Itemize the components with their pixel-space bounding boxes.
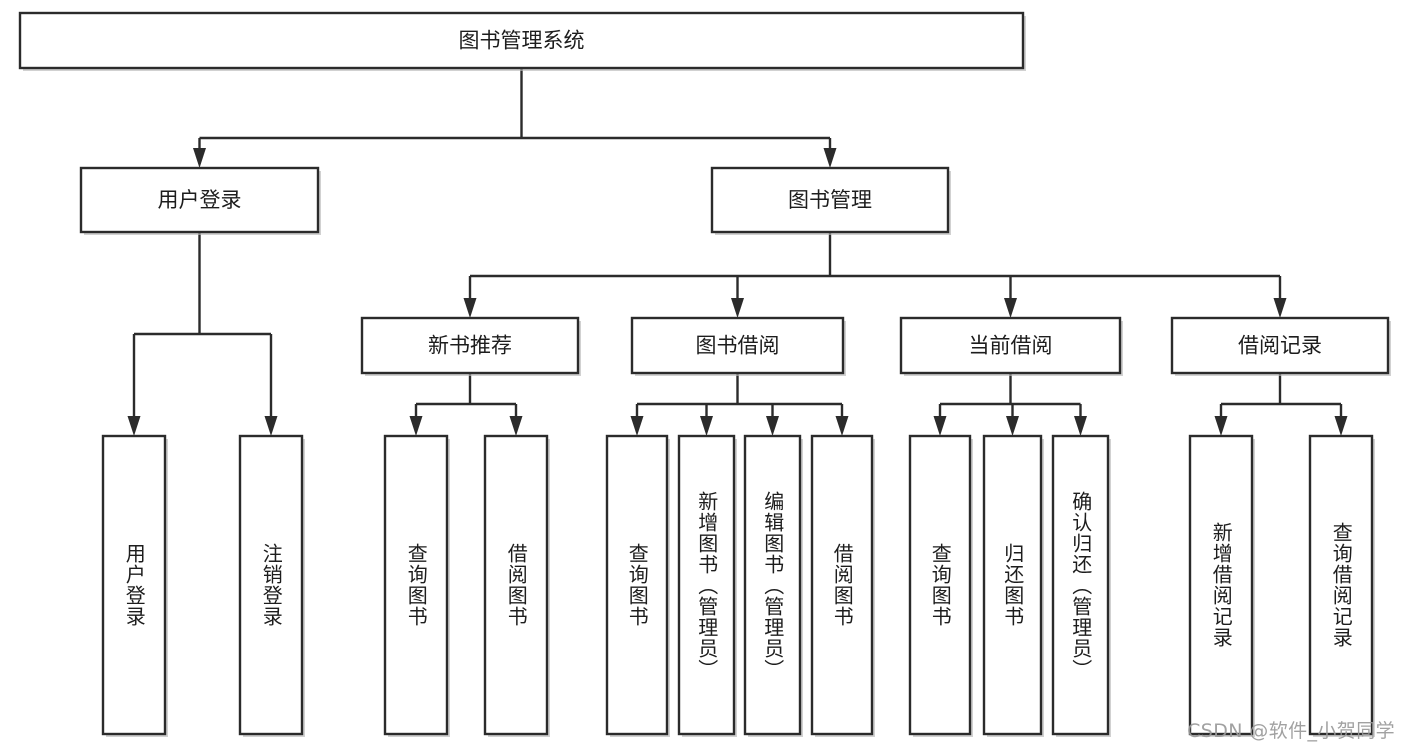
node-label-login: 用户登录 [158, 188, 242, 212]
node-label-borrow: 图书借阅 [696, 334, 780, 358]
connector-group-records [1214, 373, 1348, 436]
node-leaf-borrow-add[interactable] [677, 434, 737, 737]
node-leaf-rec-add[interactable] [1188, 434, 1255, 737]
node-newbook[interactable] [360, 316, 581, 376]
connector-group-current [933, 373, 1087, 436]
node-leaf-user-logout[interactable] [238, 434, 305, 737]
node-leaf-user-login[interactable] [101, 434, 168, 737]
node-login[interactable] [79, 166, 321, 235]
connector-group-login [127, 232, 278, 436]
node-leaf-cur-confirm[interactable] [1051, 434, 1111, 737]
node-label-root: 图书管理系统 [459, 29, 585, 53]
node-leaf-borrow-edit[interactable] [743, 434, 803, 737]
node-leaf-new-borrow[interactable] [483, 434, 550, 737]
node-leaf-borrow-query[interactable] [605, 434, 670, 737]
node-bookmgmt[interactable] [710, 166, 951, 235]
node-leaf-cur-query[interactable] [908, 434, 973, 737]
connector-layer [127, 68, 1348, 436]
node-leaf-rec-query[interactable] [1308, 434, 1375, 737]
node-records[interactable] [1170, 316, 1391, 376]
node-leaf-new-query[interactable] [383, 434, 450, 737]
connector-group-newbook [409, 373, 523, 436]
csdn-watermark: CSDN @软件_小贺同学 [1187, 720, 1395, 742]
node-layer [18, 11, 1391, 737]
node-leaf-cur-return[interactable] [982, 434, 1044, 737]
node-current[interactable] [899, 316, 1123, 376]
node-borrow[interactable] [630, 316, 846, 376]
node-leaf-borrow-lend[interactable] [810, 434, 875, 737]
node-label-newbook: 新书推荐 [428, 334, 512, 358]
node-label-bookmgmt: 图书管理 [788, 188, 872, 212]
connector-group-borrow [630, 373, 849, 436]
node-root[interactable] [18, 11, 1026, 71]
connector-group-root [193, 68, 837, 168]
node-label-current: 当前借阅 [969, 334, 1053, 358]
connector-group-bookmgmt [463, 232, 1287, 318]
node-label-records: 借阅记录 [1238, 334, 1322, 358]
